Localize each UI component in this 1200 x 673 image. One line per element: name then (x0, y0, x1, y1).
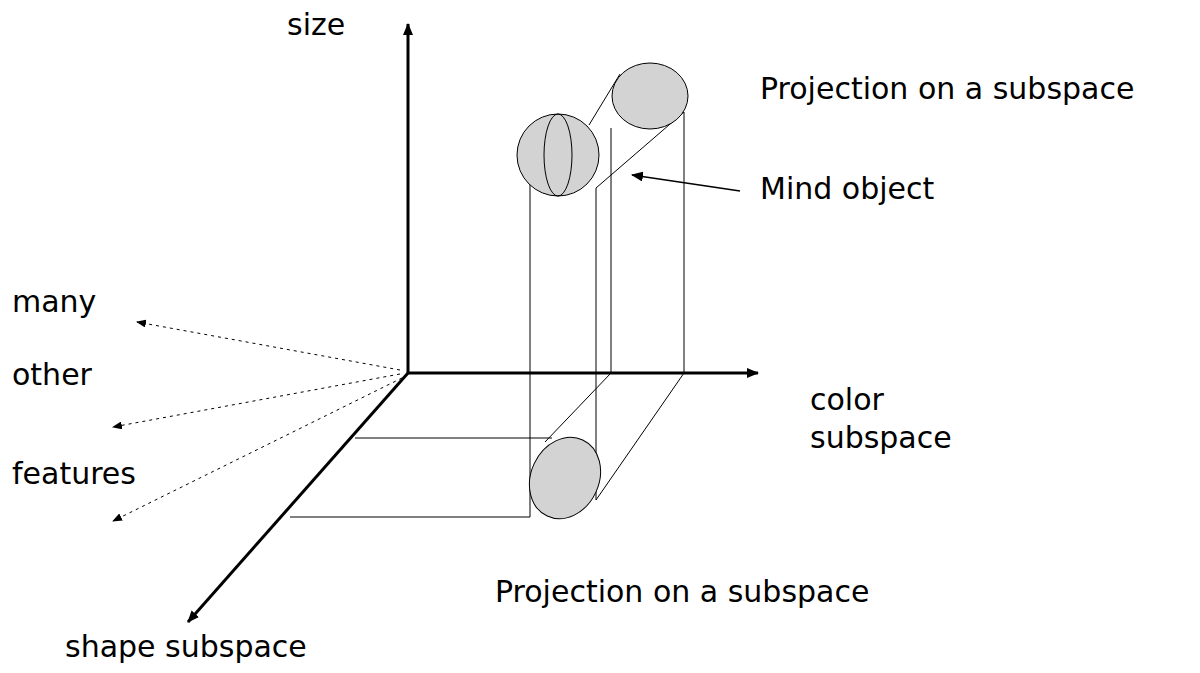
projection-label: Projection on a subspace (760, 70, 1134, 108)
axis-label: features (12, 455, 136, 493)
projection-label: Projection on a subspace (495, 573, 869, 611)
axis-label: size (287, 6, 345, 44)
axis-label: color subspace (810, 381, 985, 456)
axis-label: many (12, 283, 96, 321)
axis-label: other (12, 356, 92, 394)
axis-label: shape subspace (65, 628, 307, 666)
callout-label: Mind object (760, 170, 934, 208)
